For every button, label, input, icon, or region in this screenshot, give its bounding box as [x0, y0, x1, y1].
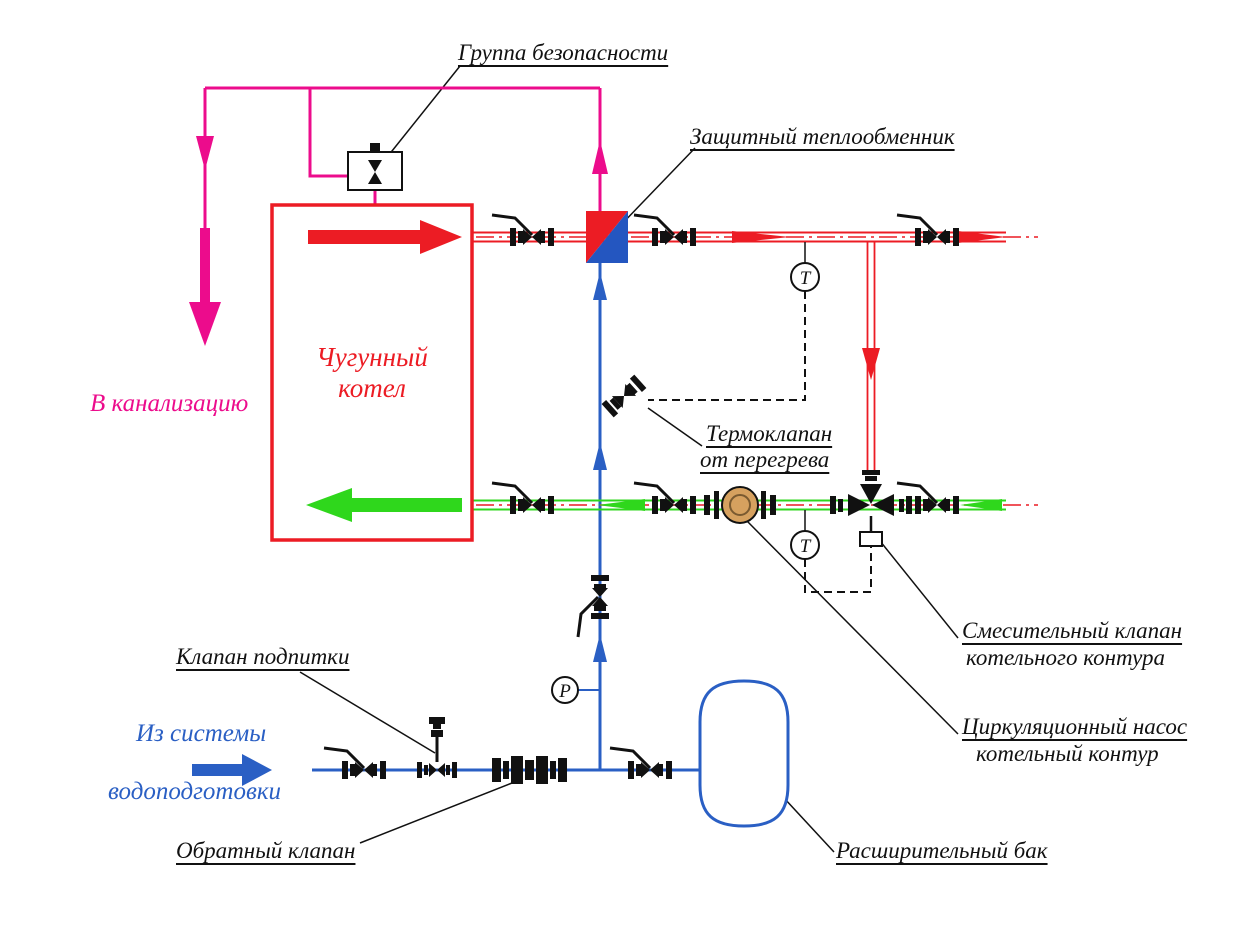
temp-sensor-bottom-label: Т — [800, 536, 812, 557]
label-boiler: Чугунный котел — [282, 342, 462, 404]
supply-arrow-end — [958, 231, 1006, 243]
label-expansion-tank: Расширительный бак — [836, 838, 1048, 863]
safety-branch-pipe — [308, 88, 350, 178]
check-valve — [492, 756, 567, 784]
safety-valve-cap — [370, 143, 380, 152]
drain-arrow-down-big — [189, 302, 221, 346]
label-feed-valve: Клапан подпитки — [176, 644, 350, 669]
label-mixing-valve-1: Смесительный клапан — [962, 618, 1183, 643]
heat-exchanger-cold-half — [586, 211, 628, 263]
temp-sensor-top-icon — [790, 262, 820, 292]
leader-check-valve — [359, 782, 513, 844]
safety-valve-bottom — [368, 172, 382, 184]
label-thermo-valve-2: от перегрева — [700, 447, 830, 472]
leader-feed-valve — [299, 671, 436, 754]
ball-valve-riser — [576, 573, 611, 639]
return-arrow-end — [960, 499, 1002, 511]
boiler-supply-arrow-2 — [308, 220, 462, 254]
safety-valve-top — [368, 160, 382, 172]
label-water-supply-2: водоподготовки — [108, 778, 282, 805]
drain-arrow-up — [592, 140, 608, 174]
pump-rotor — [729, 494, 751, 516]
boiler-body — [270, 203, 474, 542]
capillary-mixing — [804, 547, 872, 593]
label-boiler-line1: Чугунный — [316, 342, 428, 372]
drain-arrow-down-small — [196, 136, 214, 170]
feed-valve — [417, 717, 457, 778]
ball-valve-feed-1 — [322, 746, 388, 781]
feed-arrow-up-1 — [593, 272, 607, 300]
leader-safety-group — [387, 65, 461, 157]
capillary-lines — [648, 291, 872, 593]
drain-arrow-shaft — [200, 228, 210, 302]
supply-arrow-mid — [732, 231, 790, 243]
mixing-riser-arrow — [862, 348, 880, 380]
label-thermo-valve-1: Термоклапан — [706, 421, 833, 446]
feed-arrow-right-big — [192, 754, 272, 786]
label-pump-1: Циркуляционный насос — [962, 714, 1188, 739]
capillary-thermo — [648, 291, 806, 401]
ball-valve-feed-2 — [608, 746, 674, 781]
label-pump-2: котельный контур — [976, 741, 1159, 766]
leader-thermo-valve — [647, 407, 703, 447]
leader-heat-exchanger — [616, 147, 696, 230]
thermo-valve — [601, 374, 647, 418]
label-water-supply-1: Из системы — [136, 720, 267, 747]
safety-group — [347, 143, 403, 191]
circulation-pump — [704, 486, 776, 524]
pressure-gauge-icon — [551, 676, 579, 704]
feed-arrows — [192, 272, 607, 786]
label-to-sewer: В канализацию — [90, 390, 249, 417]
feed-arrow-up-3 — [593, 634, 607, 662]
label-boiler-line2: котел — [338, 373, 406, 404]
pump-body — [721, 486, 759, 524]
return-arrow-mid — [597, 499, 645, 511]
pressure-gauge-label: Р — [558, 681, 571, 702]
instruments: Т Т Р — [551, 242, 820, 704]
label-check-valve: Обратный клапан — [176, 838, 356, 863]
mixing-valve-actuator — [859, 531, 883, 547]
drain-arrows — [189, 136, 608, 346]
label-heat-exchanger: Защитный теплообменник — [690, 124, 955, 149]
mixing-valve — [830, 470, 912, 547]
boiler-return-arrow-2 — [306, 488, 462, 522]
label-safety-group: Группа безопасности — [458, 40, 669, 65]
expansion-tank — [698, 679, 790, 828]
temp-sensor-bottom-icon — [790, 530, 820, 560]
feed-arrow-up-2 — [593, 442, 607, 470]
leader-pump — [745, 519, 959, 735]
label-mixing-valve-2: котельного контура — [966, 645, 1165, 670]
temp-sensor-top-label: Т — [800, 268, 812, 289]
leader-mixing-valve — [875, 535, 959, 639]
heat-exchanger — [586, 211, 628, 263]
